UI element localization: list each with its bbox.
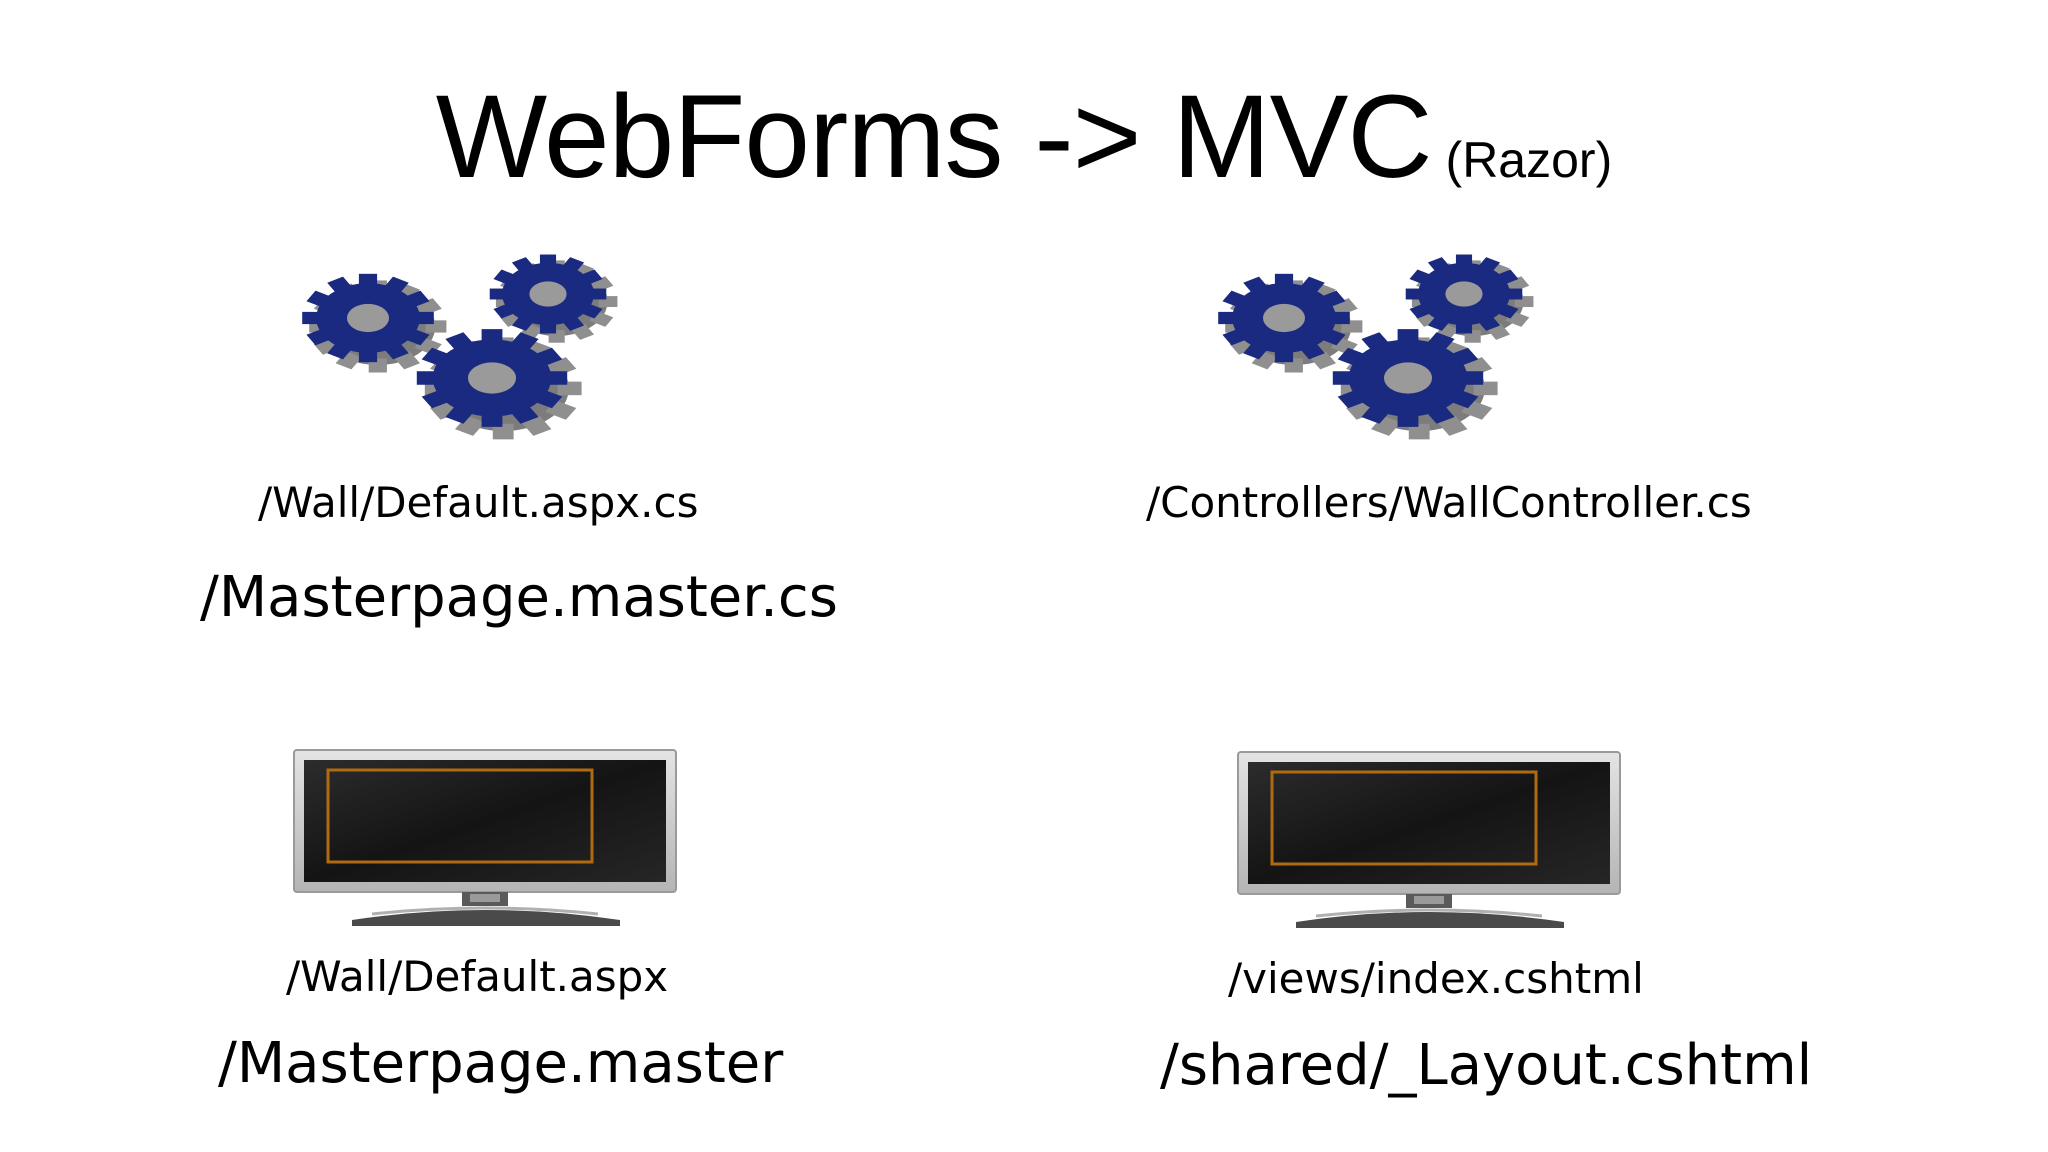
webforms-gears-icon xyxy=(302,254,618,440)
webforms-view-file: /Wall/Default.aspx xyxy=(286,952,669,1001)
title-suffix: (Razor) xyxy=(1445,132,1613,188)
mvc-monitor-icon xyxy=(1237,751,1621,928)
mvc-controller-file: /Controllers/WallController.cs xyxy=(1146,478,1752,527)
webforms-code-file: /Wall/Default.aspx.cs xyxy=(258,478,699,527)
mvc-layout-file: /shared/_Layout.cshtml xyxy=(1160,1033,1813,1098)
webforms-master-file: /Masterpage.master xyxy=(218,1031,784,1096)
webforms-monitor-icon xyxy=(293,749,677,926)
title-text: WebForms -> MVC xyxy=(435,71,1433,203)
webforms-master-code-file: /Masterpage.master.cs xyxy=(200,565,838,630)
slide-title: WebForms -> MVC(Razor) xyxy=(0,78,2048,196)
mvc-view-file: /views/index.cshtml xyxy=(1228,954,1644,1003)
mvc-gears-icon xyxy=(1218,254,1534,440)
